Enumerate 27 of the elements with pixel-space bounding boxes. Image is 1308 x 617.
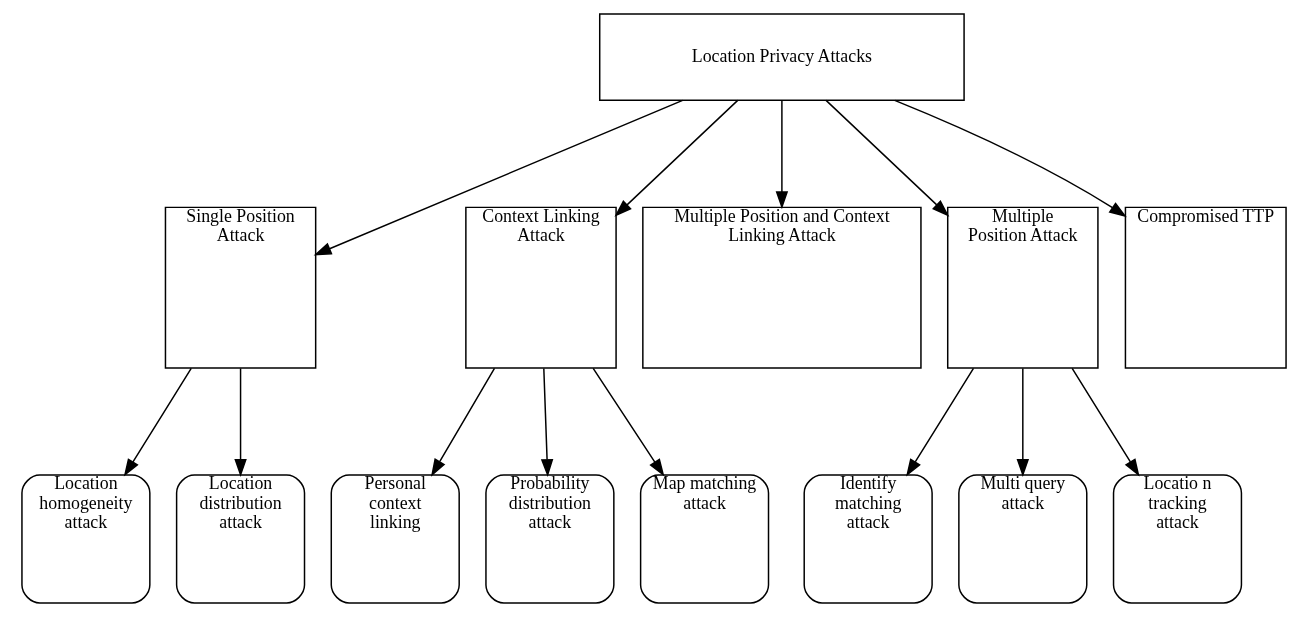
arrow	[775, 99, 789, 210]
arrow	[1071, 367, 1140, 477]
arrow	[430, 367, 496, 477]
node-box: Single Position Attack	[164, 206, 317, 369]
node-box: Personal context linking	[330, 474, 460, 604]
arrow	[894, 99, 1127, 218]
node-box: Map matching attack	[639, 474, 770, 604]
node-box: Location Privacy Attacks	[598, 13, 965, 102]
arrow	[313, 99, 684, 256]
arrow	[123, 367, 192, 477]
arrow	[540, 367, 554, 477]
node-box: Multi query attack	[958, 474, 1088, 604]
node-box: Multiple Position and Context Linking Attack	[642, 206, 922, 369]
arrow	[614, 99, 739, 217]
arrow	[906, 367, 975, 477]
arrow	[825, 99, 950, 217]
node-box: Location distribution attack	[175, 474, 306, 604]
node-box: Identify matching attack	[803, 474, 933, 604]
node-box: Probability distribution attack	[485, 474, 615, 604]
node-box: Location homogeneity attack	[21, 474, 151, 604]
node-box: Compromised TTP	[1124, 206, 1287, 369]
node-box: Locatio n tracking attack	[1112, 474, 1243, 604]
node-box: Multiple Position Attack	[946, 206, 1099, 369]
node-box: Context Linking Attack	[465, 206, 617, 369]
arrow	[592, 367, 665, 477]
arrow	[234, 367, 247, 477]
arrow	[1016, 367, 1030, 477]
